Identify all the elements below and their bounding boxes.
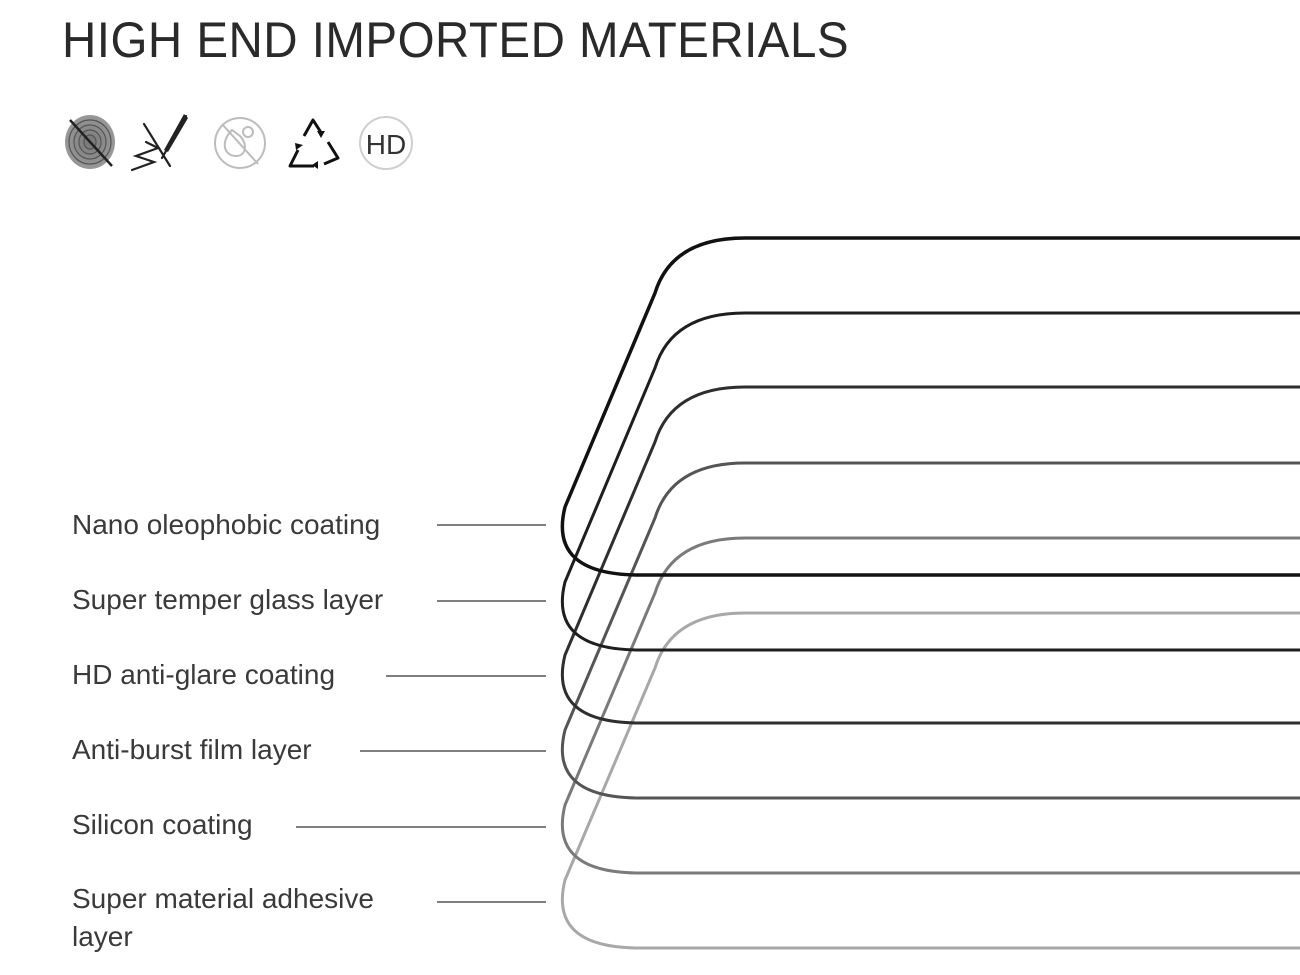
layer-label-tempered-glass: Super temper glass layer [72, 584, 384, 615]
hd-clarity-icon: HD [357, 112, 415, 174]
page-title: HIGH END IMPORTED MATERIALS [62, 12, 850, 68]
layer-outline-2 [560, 311, 1300, 652]
layer-label-anti-glare: HD anti-glare coating [72, 659, 336, 690]
layer-outline-1 [560, 236, 1300, 577]
layer-outline-6 [560, 611, 1300, 950]
layer-label-adhesive: Super material adhesive layer [72, 883, 374, 952]
layer-label-anti-burst: Anti-burst film layer [72, 734, 312, 765]
layer-outline-4 [560, 461, 1300, 800]
anti-oil-icon [210, 112, 268, 174]
layer-outline-5 [560, 536, 1300, 875]
hd-icon-text: HD [366, 129, 406, 160]
anti-fingerprint-icon [62, 112, 120, 174]
anti-scratch-icon [130, 112, 188, 174]
eco-recycle-icon [284, 112, 342, 174]
layer-label-silicon: Silicon coating [72, 809, 253, 840]
layer-outline-3 [560, 385, 1300, 725]
layer-label-nano-oleophobic: Nano oleophobic coating [72, 509, 381, 540]
